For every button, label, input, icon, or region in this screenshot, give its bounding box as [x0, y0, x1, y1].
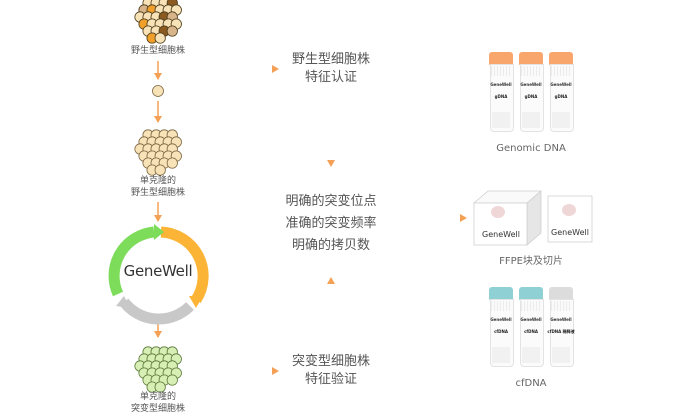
- cfdna-tube: GeneWell cfDNA: [516, 287, 546, 367]
- tube-base: [552, 112, 570, 128]
- tube-cap: [519, 287, 543, 300]
- label-line: 单克隆的: [139, 392, 176, 402]
- tube-kind: gDNA: [524, 94, 538, 99]
- label-line: 突变型细胞株: [130, 404, 185, 414]
- ffpe-block-brand: GeneWell: [482, 230, 520, 239]
- tube-cap: [549, 287, 573, 300]
- tube-brand: GeneWell: [490, 82, 512, 87]
- tube-ridge: [521, 301, 541, 311]
- ffpe-slide-brand: GeneWell: [551, 228, 589, 237]
- genewell-logo: GeneWell: [123, 262, 193, 280]
- tube-brand: GeneWell: [520, 317, 542, 322]
- gdna-tube: GeneWell gDNA: [516, 52, 546, 132]
- text-line: 准确的突变频率: [285, 216, 377, 231]
- tube-kind: cfDNA: [524, 329, 538, 334]
- tube-brand: GeneWell: [550, 82, 572, 87]
- cycle-arc-orange: [160, 226, 209, 304]
- tube-base: [552, 347, 570, 363]
- cell: [166, 25, 178, 37]
- center-summary-text: 明确的突变位点 准确的突变频率 明确的拷贝数: [271, 191, 391, 257]
- cell: [154, 32, 166, 44]
- tube-ridge: [551, 66, 571, 76]
- monoclonal-mutant-label: 单克隆的 突变型细胞株: [118, 391, 198, 415]
- tube-cap: [489, 287, 513, 300]
- tube-base: [522, 347, 540, 363]
- wild-validation-text: 野生型细胞株 特征认证: [271, 51, 391, 87]
- tissue-spot: [491, 206, 505, 218]
- wild-type-label: 野生型细胞株: [130, 46, 185, 56]
- monoclonal-wild-label: 单克隆的 野生型细胞株: [118, 175, 198, 199]
- tube-kind: cfDNA 稀释液: [547, 329, 575, 334]
- tube-kind: cfDNA: [494, 329, 508, 334]
- cfdna-diluent-tube: GeneWell cfDNA 稀释液: [546, 287, 576, 367]
- genomic-dna-caption: Genomic DNA: [496, 143, 566, 154]
- cell: [154, 164, 166, 176]
- tube-ridge: [491, 301, 511, 311]
- tube-cap: [489, 52, 513, 65]
- ffpe-caption: FFPE块及切片: [499, 256, 563, 267]
- text-line: 野生型细胞株: [291, 52, 370, 67]
- text-line: 明确的拷贝数: [291, 238, 370, 253]
- text-line: 明确的突变位点: [285, 194, 377, 209]
- cycle-arc-green: [108, 226, 155, 297]
- mutant-validation-text: 突变型细胞株 特征验证: [271, 353, 391, 389]
- cell: [166, 374, 178, 386]
- gdna-tube: GeneWell gDNA: [486, 52, 516, 132]
- tube-ridge: [491, 66, 511, 76]
- cycle-arc-gray: [119, 298, 194, 325]
- gdna-tube: GeneWell gDNA: [546, 52, 576, 132]
- label-line: 单克隆的: [139, 176, 176, 186]
- tube-base: [522, 112, 540, 128]
- tube-ridge: [551, 301, 571, 311]
- tissue-spot: [562, 204, 576, 216]
- tube-base: [492, 112, 510, 128]
- cfdna-caption: cfDNA: [515, 378, 547, 389]
- tube-kind: gDNA: [554, 94, 568, 99]
- tube-ridge: [521, 66, 541, 76]
- cfdna-tube: GeneWell cfDNA: [486, 287, 516, 367]
- text-line: 特征认证: [304, 70, 357, 85]
- label-line: 野生型细胞株: [130, 188, 185, 198]
- cell: [154, 381, 166, 393]
- tube-base: [492, 347, 510, 363]
- tube-brand: GeneWell: [550, 317, 572, 322]
- tube-brand: GeneWell: [520, 82, 542, 87]
- tube-kind: gDNA: [494, 94, 508, 99]
- text-line: 突变型细胞株: [291, 354, 370, 369]
- tube-cap: [549, 52, 573, 65]
- cell: [166, 157, 178, 169]
- text-line: 特征验证: [304, 372, 357, 387]
- tube-cap: [519, 52, 543, 65]
- tube-brand: GeneWell: [490, 317, 512, 322]
